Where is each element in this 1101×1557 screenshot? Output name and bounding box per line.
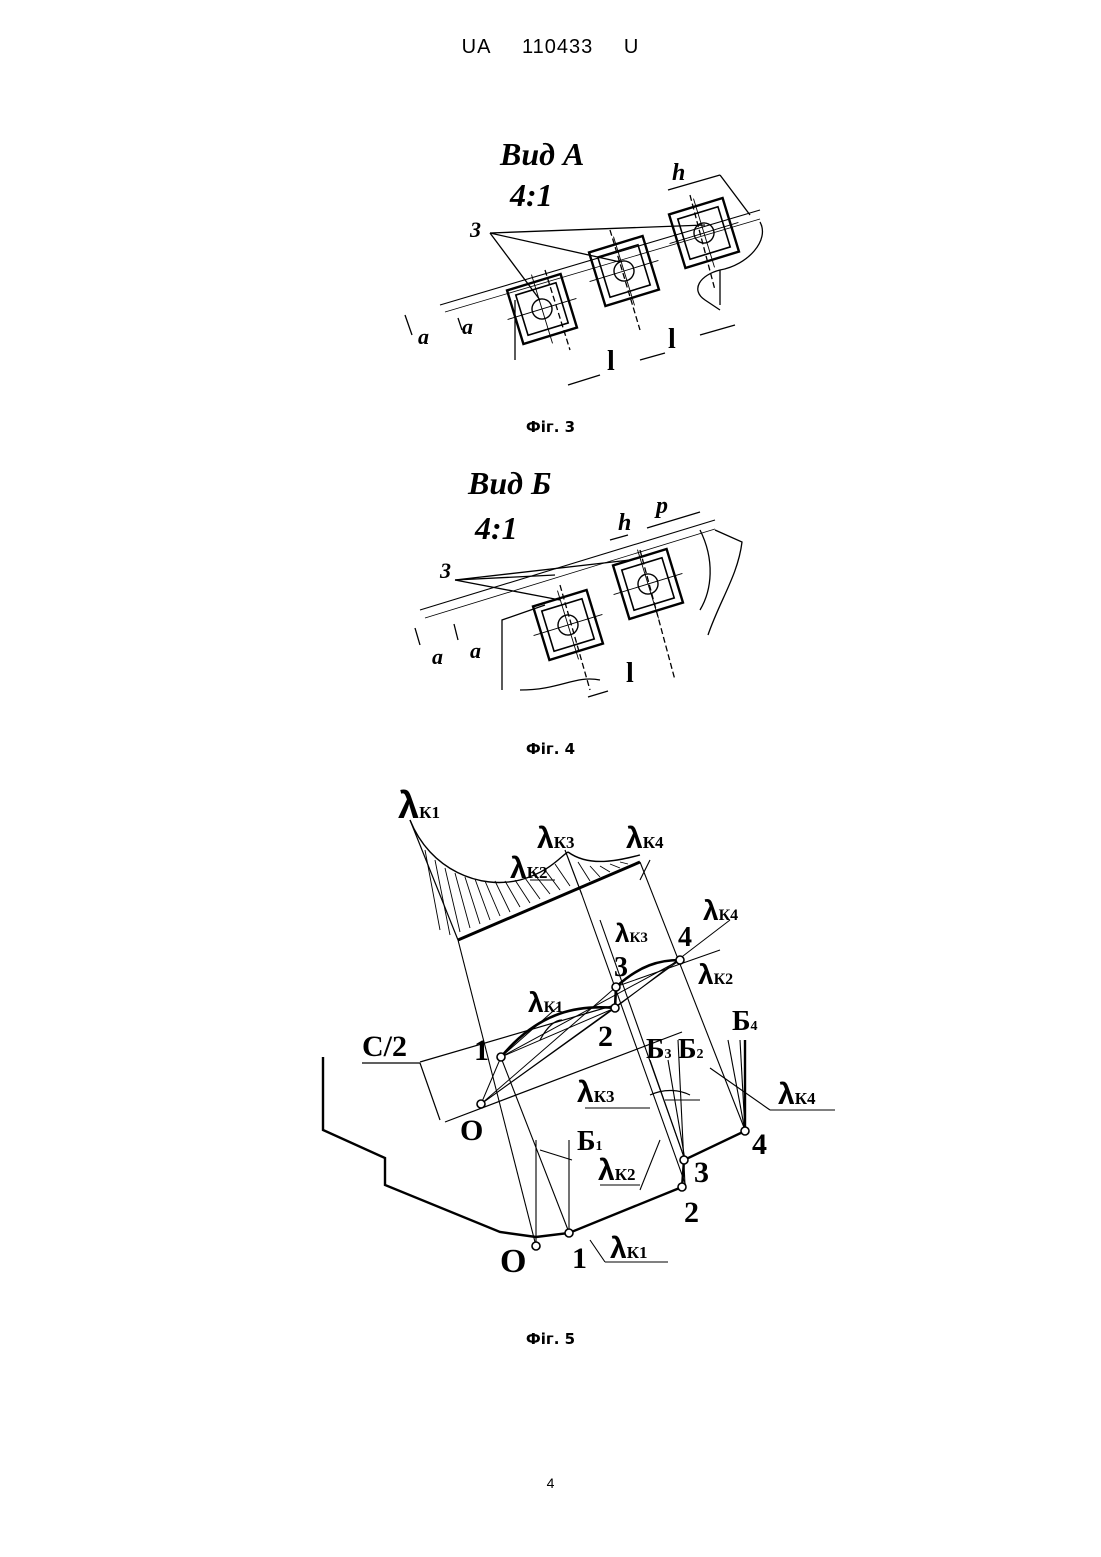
fig5-lambda-k3-low: λК3 (577, 1076, 615, 1109)
fig5-label-b4: Б4 (732, 1006, 758, 1037)
fig5-lambda-k3-top: λК3 (537, 822, 575, 855)
figure-5-drawing: λК1 λК3 λК4 λК2 λК4 λК3 λК2 λК1 λК3 λК4 … (0, 0, 1101, 1330)
fig5-lambda-k4-low: λК4 (778, 1078, 816, 1111)
fig5-label-b3: Б3 (646, 1034, 672, 1065)
fig5-lambda-k2-top: λК2 (510, 852, 548, 885)
fig5-lambda-k1-top: λК1 (398, 785, 440, 827)
fig5-lambda-k1-mid: λК1 (528, 987, 563, 1018)
fig5-label-o-lower: O (500, 1243, 526, 1280)
fig5-label-1-upper: 1 (474, 1034, 489, 1067)
fig5-label-o-upper: O (460, 1114, 483, 1147)
fig5-caption: Фіг. 5 (0, 1330, 1101, 1348)
page-number: 4 (0, 1475, 1101, 1491)
fig5-lambda-k4-top: λК4 (626, 822, 664, 855)
fig5-label-3-lower: 3 (694, 1156, 709, 1189)
fig5-label-b1: Б1 (577, 1126, 603, 1157)
fig5-lambda-k3-mid: λК3 (615, 918, 648, 948)
fig5-label-1-lower: 1 (572, 1242, 587, 1275)
fig5-label-4-lower: 4 (752, 1128, 767, 1161)
fig5-label-3-upper: 3 (614, 952, 628, 983)
fig5-label-2-upper: 2 (598, 1020, 613, 1053)
fig5-label-c2: C/2 (362, 1030, 407, 1063)
fig5-label-2-lower: 2 (684, 1196, 699, 1229)
fig5-lambda-k1-low: λК1 (610, 1232, 648, 1265)
fig5-lambda-k2-low: λК2 (598, 1154, 636, 1187)
fig5-label-4-upper: 4 (678, 922, 692, 953)
fig5-lambda-k2-mid: λК2 (698, 959, 733, 990)
fig5-label-b2: Б2 (678, 1034, 704, 1065)
fig5-lambda-k4-mid: λК4 (703, 895, 738, 926)
